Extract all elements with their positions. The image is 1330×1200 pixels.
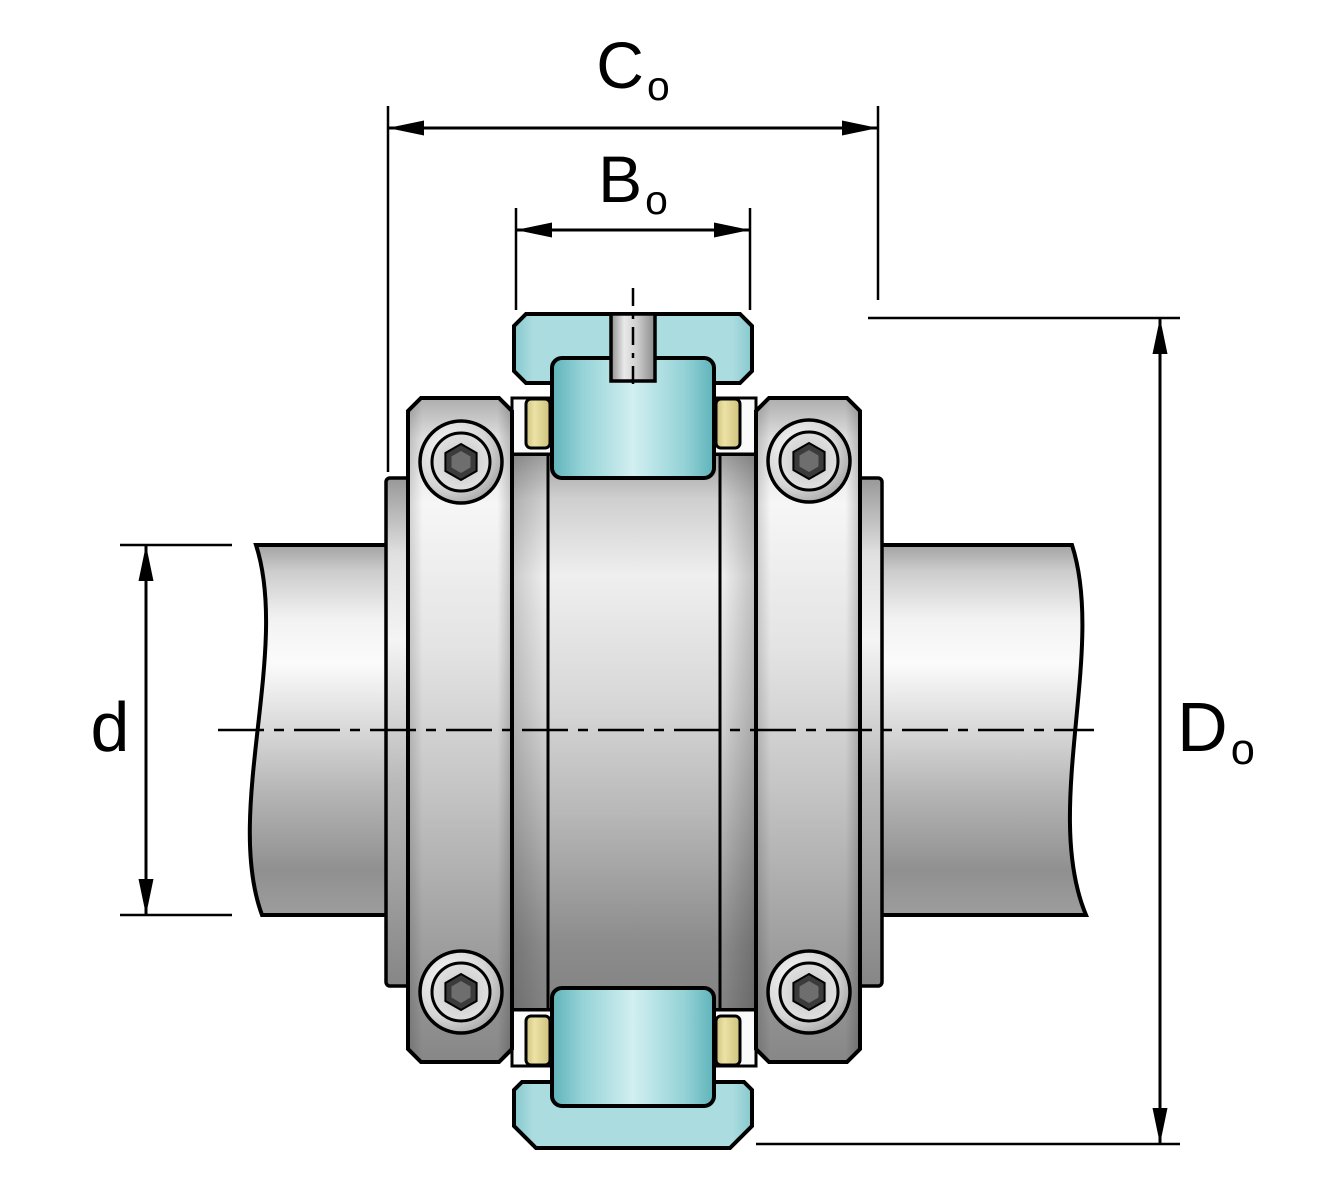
cage-segment-top-left	[524, 397, 552, 450]
roller-bottom	[550, 986, 716, 1108]
arrowhead	[138, 879, 154, 915]
label-do: Do	[1177, 692, 1255, 772]
label-bo-subscript: o	[645, 177, 668, 224]
arrowhead	[714, 222, 750, 238]
arrowhead	[516, 222, 552, 238]
arrowhead	[842, 120, 878, 136]
dimension-co	[386, 106, 880, 472]
cage-segment-bottom-left	[524, 1014, 552, 1067]
hex-socket-bolt-bottom-right	[766, 949, 852, 1035]
label-co-subscript: o	[646, 63, 670, 110]
arrowhead	[1152, 318, 1168, 354]
dimension-do	[756, 316, 1180, 1146]
label-co-letter: C	[596, 28, 644, 102]
center-sleeve-shading	[512, 454, 756, 1010]
hex-socket-bolt-top-right	[766, 418, 852, 504]
hex-socket-bolt-bottom-left	[418, 949, 504, 1035]
arrowhead	[388, 120, 424, 136]
dimension-d	[120, 543, 232, 917]
label-do-subscript: o	[1230, 726, 1255, 775]
label-bo-letter: B	[598, 142, 643, 216]
label-d-letter: d	[90, 688, 130, 766]
cage-segment-top-right	[714, 397, 742, 450]
arrowhead	[138, 545, 154, 581]
arrowhead	[1152, 1108, 1168, 1144]
dimension-bo	[514, 208, 752, 310]
cage-segment-bottom-right	[714, 1014, 742, 1067]
hex-socket-bolt-top-left	[418, 419, 504, 505]
label-co: Co	[596, 32, 669, 107]
label-do-letter: D	[1177, 688, 1228, 766]
label-bo: Bo	[598, 146, 668, 221]
label-d: d	[91, 692, 130, 762]
